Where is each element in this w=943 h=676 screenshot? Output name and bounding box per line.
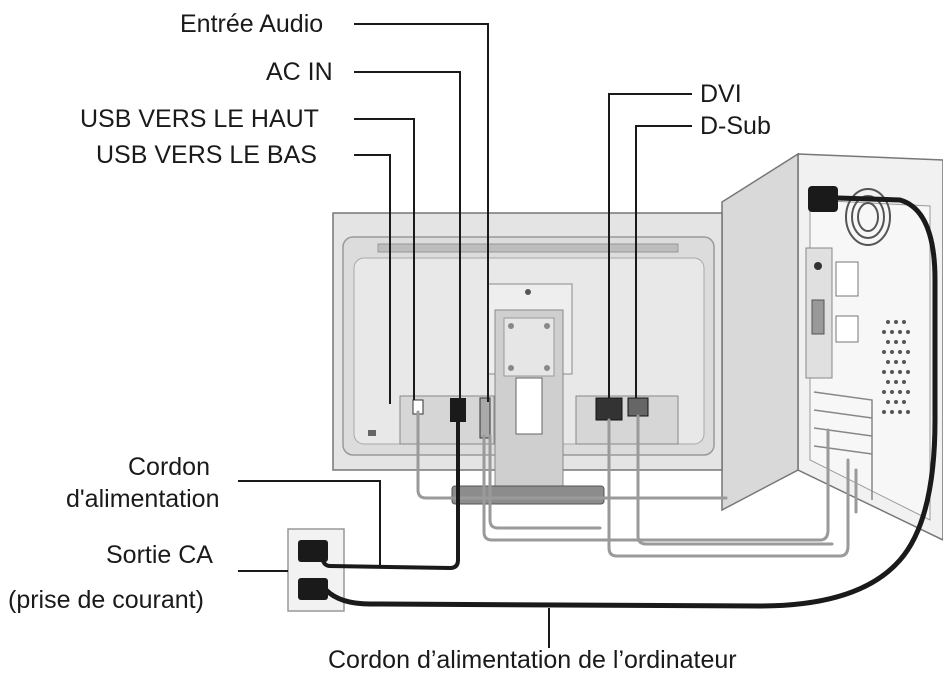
- wall-outlet: [287, 528, 345, 612]
- label-usb-down: USB VERS LE BAS: [96, 141, 317, 169]
- label-audio-in: Entrée Audio: [180, 10, 324, 38]
- label-ac-outlet-line1: Sortie CA: [106, 541, 213, 569]
- leader-lines: [238, 23, 692, 648]
- ac-in-connector: [450, 398, 466, 422]
- cables: [320, 195, 938, 609]
- label-computer-power-cord: Cordon d’alimentation de l’ordinateur: [328, 646, 737, 674]
- leader-power-cord: [238, 480, 381, 566]
- label-power-cord-line1: Cordon: [128, 453, 210, 481]
- computer-tower: [721, 152, 943, 541]
- leader-usb-down: [354, 154, 391, 404]
- dsub-connector: [627, 397, 649, 417]
- label-usb-up: USB VERS LE HAUT: [80, 105, 319, 133]
- label-dvi: DVI: [700, 80, 742, 108]
- label-ac-in: AC IN: [266, 58, 333, 86]
- label-ac-outlet-line2: (prise de courant): [8, 586, 204, 614]
- label-dsub: D-Sub: [700, 112, 771, 140]
- leader-dvi: [608, 93, 692, 398]
- leader-audio-in: [354, 23, 489, 402]
- fan-grille: [845, 188, 891, 246]
- leader-ac-in: [354, 71, 461, 398]
- leader-usb-up: [354, 118, 415, 400]
- vent-holes: [882, 320, 910, 414]
- monitor-rear: [332, 212, 723, 505]
- tower-power-plug: [808, 186, 838, 212]
- label-power-cord-line2: d'alimentation: [66, 485, 220, 513]
- dvi-connector: [595, 397, 623, 421]
- leader-dsub: [635, 125, 692, 398]
